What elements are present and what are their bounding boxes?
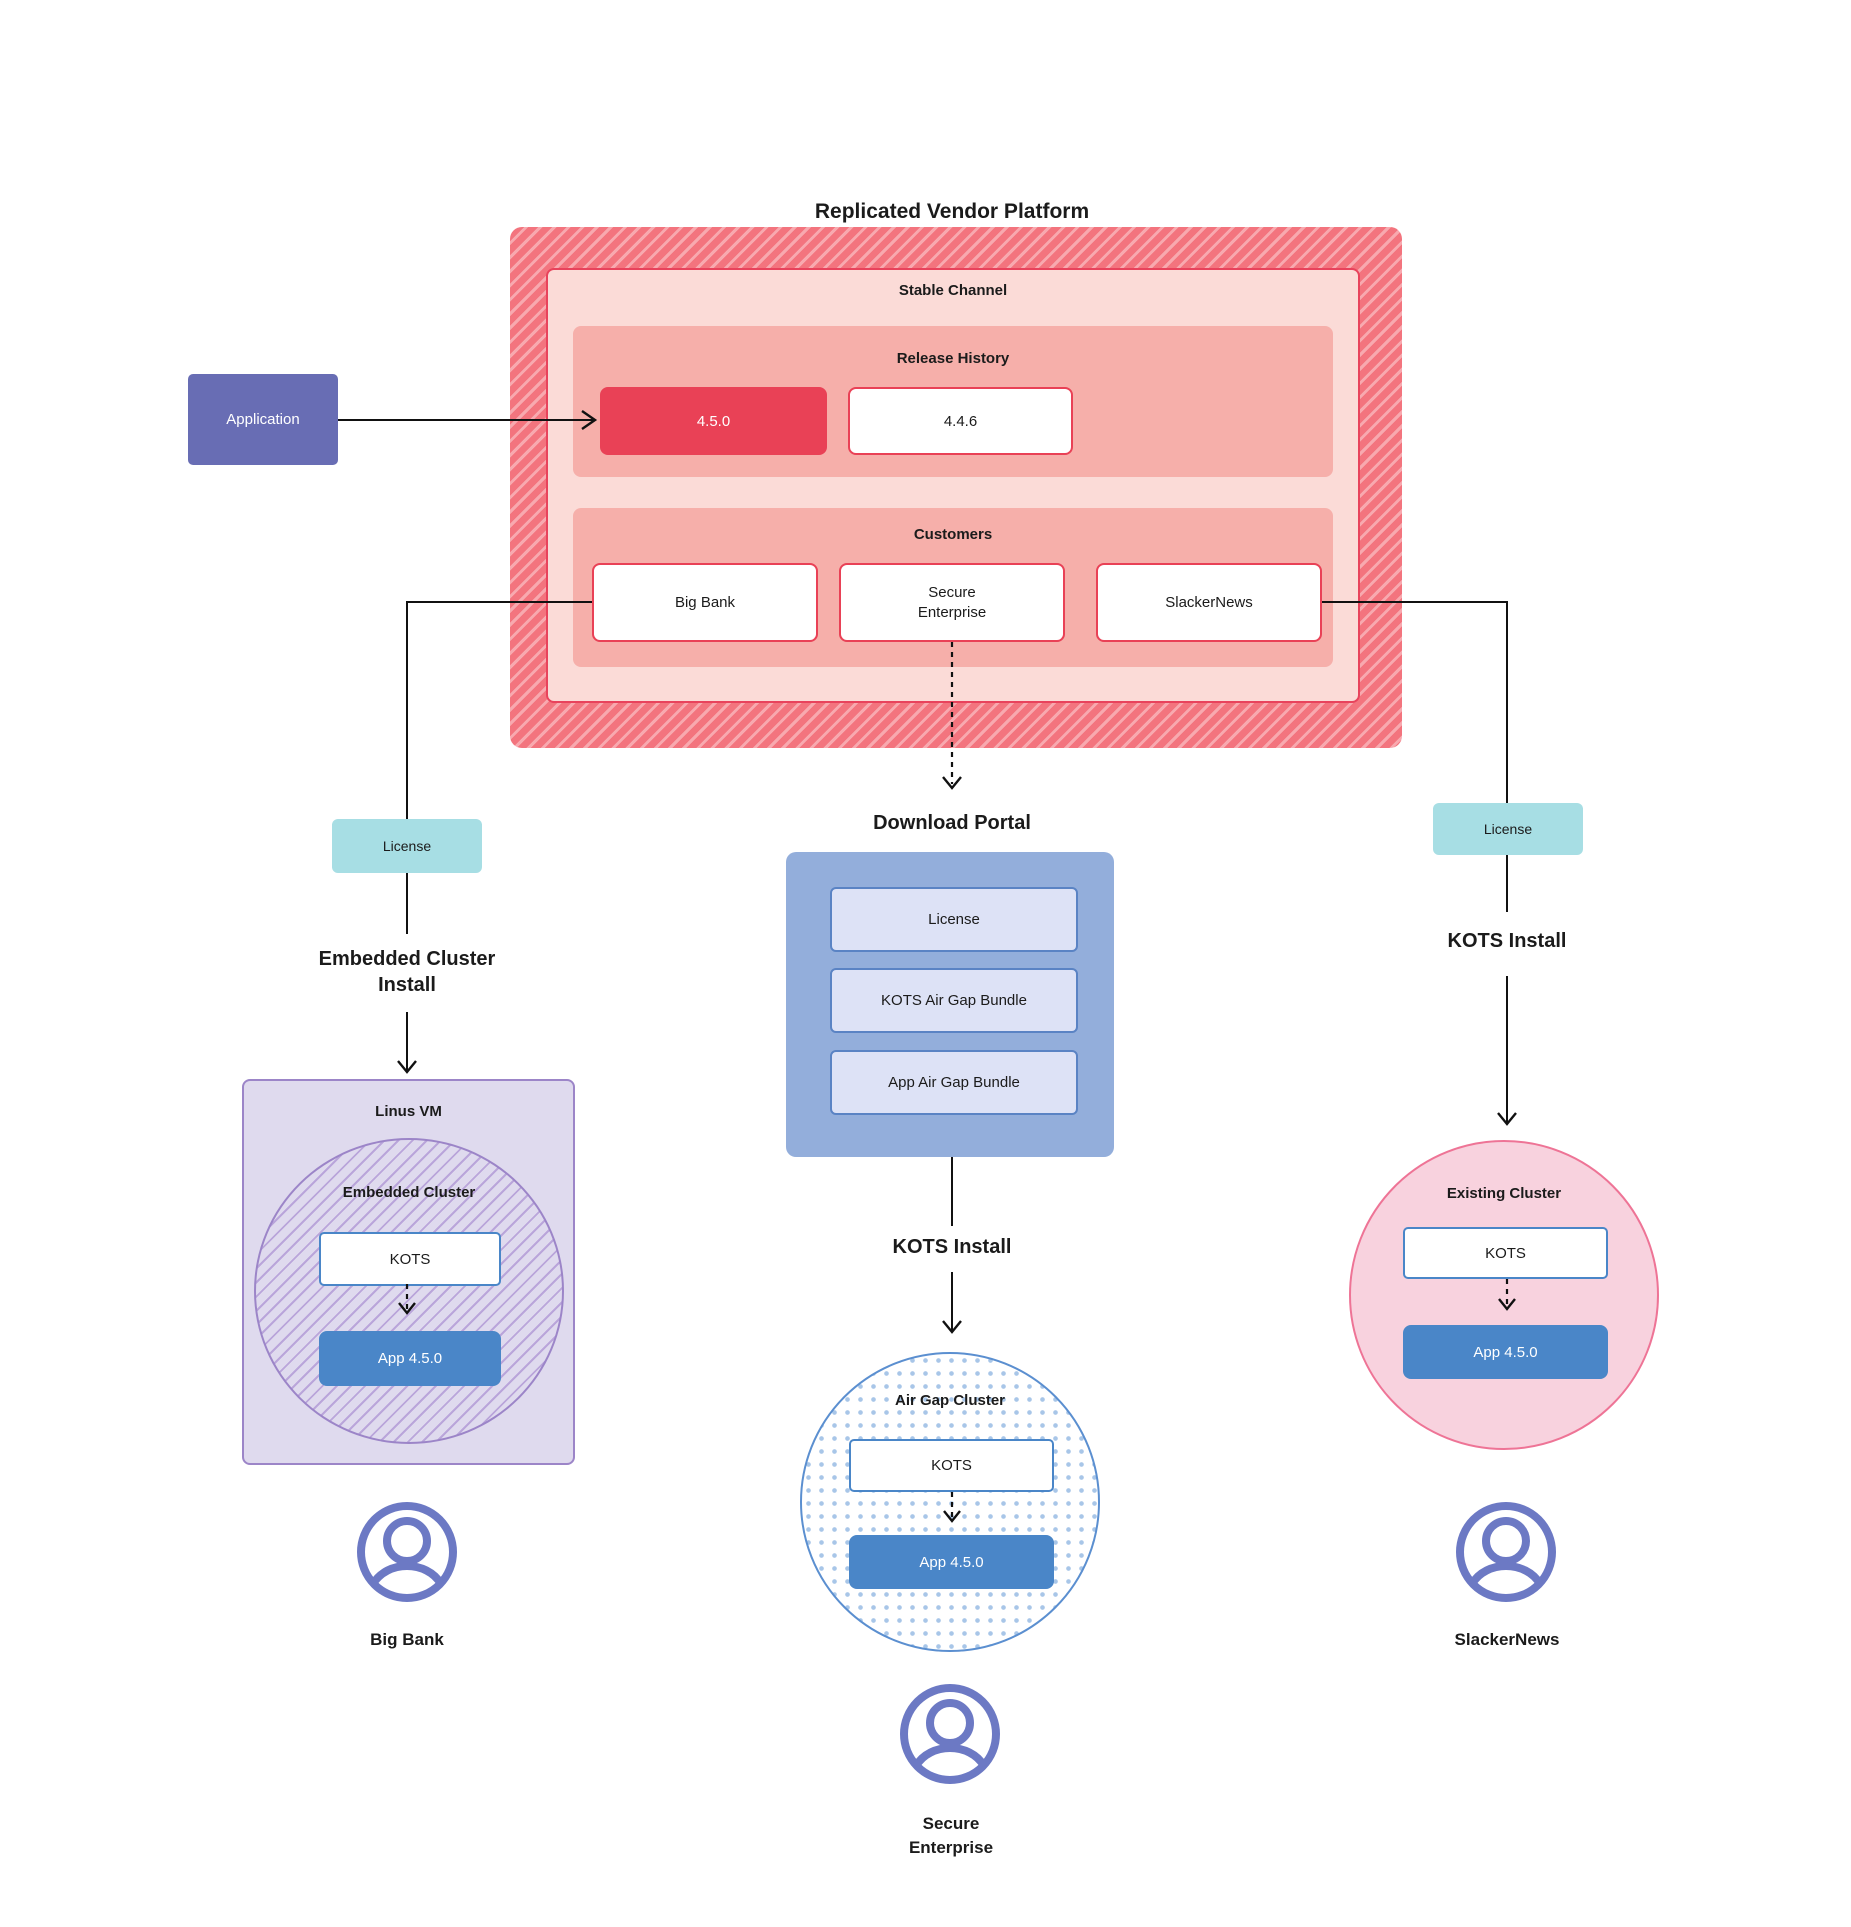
existing-cluster-label: Existing Cluster <box>1446 1185 1562 1202</box>
big-bank-license-box: License <box>332 819 482 873</box>
kots-box-existing: KOTS <box>1403 1227 1608 1279</box>
existing-cluster-circle: Existing Cluster KOTS App 4.5.0 <box>1349 1140 1659 1450</box>
slackernews-persona-label: SlackerNews <box>1454 1630 1560 1649</box>
application-box: Application <box>188 374 338 465</box>
secure-enterprise-user-icon <box>898 1682 1002 1786</box>
slackernews-license-box: License <box>1433 803 1583 855</box>
big-bank-persona-label: Big Bank <box>370 1630 444 1649</box>
kots-box-airgap: KOTS <box>849 1439 1054 1492</box>
embedded-cluster-install-label: Embedded Cluster Install <box>318 948 496 996</box>
app-box-embedded: App 4.5.0 <box>319 1331 501 1386</box>
big-bank-user-icon <box>355 1500 459 1604</box>
secure-enterprise-persona-label: Secure Enterprise <box>908 1814 994 1857</box>
portal-app-bundle-box: App Air Gap Bundle <box>830 1050 1078 1115</box>
kots-box-embedded: KOTS <box>319 1232 501 1286</box>
customer-slackernews: SlackerNews <box>1096 563 1322 642</box>
customer-secure-enterprise: Secure Enterprise <box>839 563 1065 642</box>
release-4-4-6: 4.4.6 <box>848 387 1073 455</box>
release-history-box: Release History 4.5.0 4.4.6 <box>573 326 1333 477</box>
kots-install-label-right: KOTS Install <box>1447 930 1567 952</box>
customers-box: Customers Big Bank Secure Enterprise Sla… <box>573 508 1333 667</box>
slackernews-user-icon <box>1454 1500 1558 1604</box>
download-portal-title: Download Portal <box>873 812 1031 834</box>
linus-vm-box: Linus VM Embedded Cluster KOTS App 4.5.0 <box>242 1079 575 1465</box>
app-box-existing: App 4.5.0 <box>1403 1325 1608 1379</box>
portal-kots-bundle-box: KOTS Air Gap Bundle <box>830 968 1078 1033</box>
app-box-airgap: App 4.5.0 <box>849 1535 1054 1589</box>
diagram-title: Replicated Vendor Platform <box>814 200 1090 223</box>
embedded-cluster-label: Embedded Cluster <box>342 1184 476 1201</box>
kots-install-label-middle: KOTS Install <box>892 1236 1012 1258</box>
download-portal-box: License KOTS Air Gap Bundle App Air Gap … <box>786 852 1114 1157</box>
customer-big-bank: Big Bank <box>592 563 818 642</box>
linus-vm-label: Linus VM <box>375 1103 442 1120</box>
customers-label: Customers <box>913 526 993 543</box>
air-gap-cluster-label: Air Gap Cluster <box>894 1392 1006 1409</box>
portal-license-box: License <box>830 887 1078 952</box>
stable-channel-label: Stable Channel <box>898 282 1008 299</box>
release-history-label: Release History <box>896 350 1010 367</box>
embedded-cluster-circle: Embedded Cluster KOTS App 4.5.0 <box>254 1138 564 1444</box>
air-gap-cluster-circle: Air Gap Cluster KOTS App 4.5.0 <box>800 1352 1100 1652</box>
release-4-5-0: 4.5.0 <box>600 387 827 455</box>
